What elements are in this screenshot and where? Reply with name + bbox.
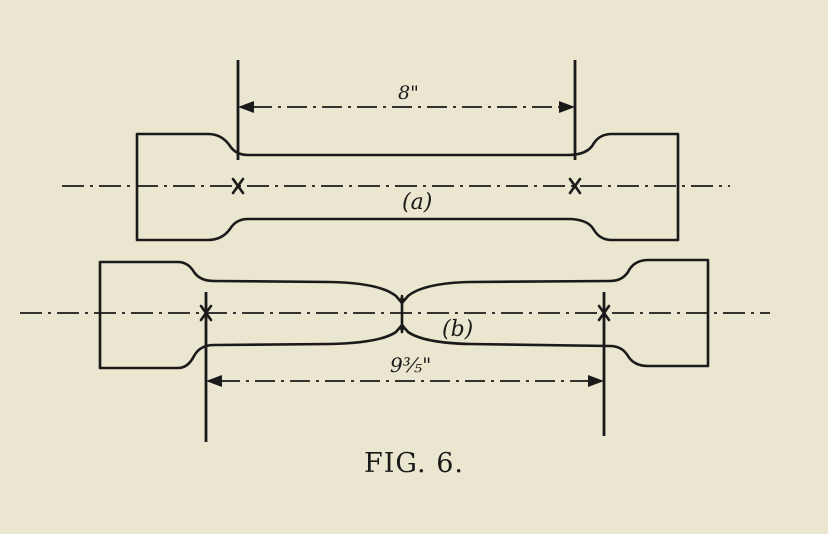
dim-b-label-bg: [384, 352, 444, 376]
arrowhead-a-left: [238, 101, 254, 113]
specimen-b: 9⅗" (b): [20, 258, 770, 442]
specimen-label-a: (a): [402, 190, 432, 215]
arrowhead-a-right: [559, 101, 575, 113]
specimen-a: 8" (a): [62, 60, 730, 242]
dimension-label-b: 9⅗": [390, 353, 431, 377]
specimen-a-outline: [135, 132, 680, 242]
specimen-b-outline: [98, 258, 710, 370]
figure-caption: FIG. 6.: [364, 448, 464, 479]
fracture-dot-bottom: [399, 325, 405, 331]
gauge-mark-a-left: [231, 177, 245, 195]
fracture-dot-top: [399, 297, 405, 303]
dimension-label-a: 8": [398, 82, 419, 104]
arrowhead-b-right: [588, 375, 604, 387]
specimen-label-b: (b): [442, 317, 473, 342]
arrowhead-b-left: [206, 375, 222, 387]
dim-a-label-bg: [384, 78, 424, 100]
gauge-mark-a-right: [568, 177, 582, 195]
